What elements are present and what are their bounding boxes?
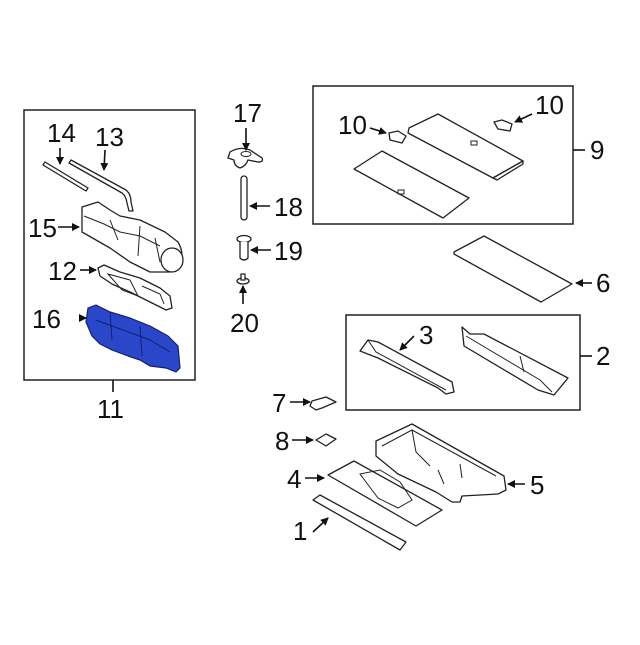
group-9-frame [312,85,585,225]
part-5-spare-tire-tub[interactable] [375,423,525,503]
part-4-floor-pan[interactable] [305,460,443,527]
group-11-frame [23,109,196,392]
part-1-reinforcement[interactable] [312,494,407,551]
callout-14: 14 [47,118,76,148]
callout-19: 19 [274,236,303,266]
callout-15: 15 [28,213,57,243]
callout-16: 16 [32,304,61,334]
part-14-extension-rod[interactable] [42,148,89,192]
part-10-bumper-right[interactable] [493,113,533,132]
part-20-clip[interactable] [236,273,250,304]
part-3-crossmember[interactable] [359,335,455,395]
callout-18: 18 [274,192,303,222]
callout-12: 12 [48,256,77,286]
group-2-frame [345,314,592,411]
callout-5: 5 [530,470,545,500]
callout-6: 6 [596,268,611,298]
callout-4: 4 [287,464,302,494]
callout-9: 9 [590,135,605,165]
part-15-tool-bag[interactable] [58,201,184,273]
callout-20: 20 [230,308,259,338]
part-19-pin[interactable] [236,234,271,261]
part-17-wing-bolt[interactable] [227,128,264,169]
callout-13: 13 [95,122,124,152]
part-9-load-floor-panels[interactable] [353,113,524,219]
callout-17: 17 [233,98,262,128]
callout-3: 3 [419,320,434,350]
part-8-patch[interactable] [292,433,337,447]
callout-10-left: 10 [338,110,367,140]
part-7-bracket[interactable] [290,396,337,411]
part-18-stud[interactable] [240,175,270,221]
part-13-jack-handle[interactable] [68,149,134,212]
part-12-jack[interactable] [80,264,173,311]
callout-10-right: 10 [535,90,564,120]
callout-2: 2 [596,341,611,371]
callout-7: 7 [272,388,287,418]
callout-1: 1 [293,516,308,546]
part-16-jack-storage-tray[interactable] [79,304,181,373]
part-6-floor-panel[interactable] [453,235,592,303]
callout-11: 11 [97,394,124,424]
part-2-rail[interactable] [461,326,569,396]
part-10-bumper-left[interactable] [369,127,407,144]
callout-8: 8 [275,426,290,456]
